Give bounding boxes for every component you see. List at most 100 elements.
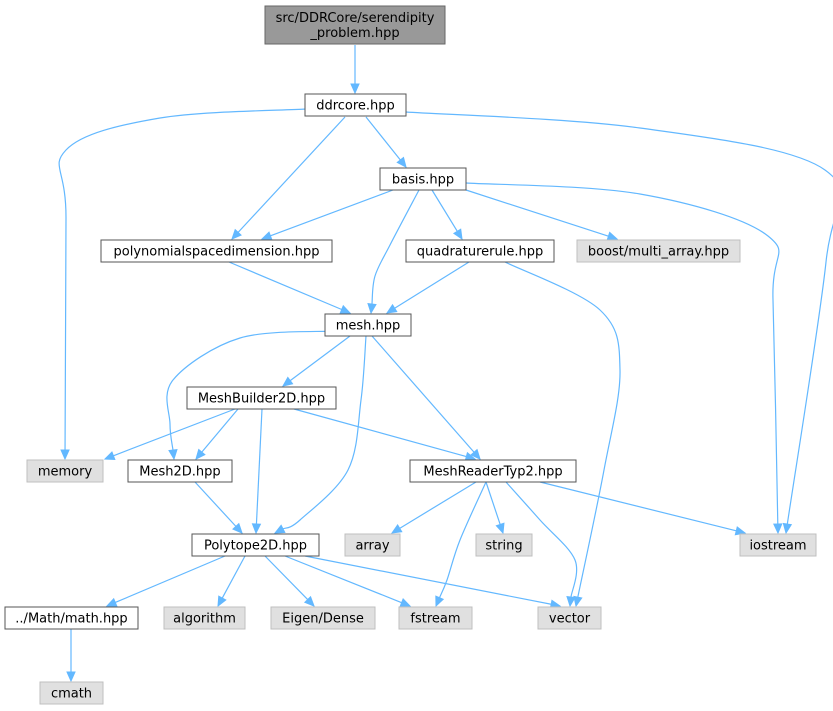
edge-line	[166, 330, 336, 451]
node-label: polynomialspacedimension.hpp	[114, 245, 320, 260]
node-box	[4, 606, 139, 630]
node-label: Mesh2D.hpp	[139, 465, 220, 480]
edge-meshreader-to-array	[390, 481, 477, 534]
edge-arrowhead	[452, 228, 463, 241]
edge-line	[504, 261, 621, 598]
node-box	[163, 606, 246, 630]
node-box	[379, 167, 467, 191]
edge-mesh-to-meshreader	[371, 335, 481, 460]
edge-arrowhead	[566, 596, 576, 608]
edge-mesh-to-mesh2d	[166, 330, 336, 461]
edge-line	[115, 555, 226, 604]
node-meshreader[interactable]: MeshReaderTyp2.hpp	[409, 459, 577, 483]
node-label: ddrcore.hpp	[316, 99, 395, 114]
edge-arrowhead	[385, 303, 398, 314]
edge-line	[293, 408, 467, 458]
edge-line	[289, 335, 351, 382]
node-serendipity: src/DDRCore/serendipity_problem.hpp	[264, 5, 446, 45]
edge-polytope-to-vector	[304, 555, 562, 609]
edge-arrowhead	[303, 595, 315, 607]
node-box	[191, 533, 320, 557]
node-mesh2d[interactable]: Mesh2D.hpp	[127, 459, 233, 483]
edge-arrowhead	[195, 448, 206, 460]
edge-line	[282, 335, 367, 530]
edge-meshbuilder-to-mesh2d	[195, 408, 239, 460]
node-box	[39, 681, 104, 705]
edge-arrowhead	[66, 671, 76, 683]
node-label: algorithm	[173, 612, 236, 627]
edge-arrowhead	[495, 522, 505, 535]
edge-arrowhead	[435, 595, 445, 608]
edge-polytope-to-eigen	[264, 555, 315, 607]
edge-mesh-to-polytope	[273, 335, 367, 534]
node-label: MeshReaderTyp2.hpp	[423, 465, 562, 480]
node-box	[398, 606, 473, 630]
edge-polytope-to-fstream	[284, 555, 412, 607]
edge-ddrcore-to-basis	[365, 116, 407, 168]
node-polytope[interactable]: Polytope2D.hpp	[191, 533, 320, 557]
edge-line	[264, 555, 309, 600]
edge-meshreader-to-vector	[505, 481, 578, 608]
node-meshbuilder[interactable]: MeshBuilder2D.hpp	[186, 386, 337, 410]
edge-serendipity-to-ddrcore	[350, 45, 360, 95]
edge-quadrule-to-mesh	[385, 261, 470, 314]
edge-arrowhead	[390, 523, 403, 534]
edge-arrowhead	[282, 376, 294, 387]
edge-line	[284, 555, 402, 604]
edge-arrowhead	[773, 523, 783, 535]
node-label: array	[355, 539, 389, 554]
edge-line	[221, 555, 246, 599]
edge-line	[201, 408, 239, 453]
edge-arrowhead	[251, 523, 262, 535]
node-quadrule[interactable]: quadraturerule.hpp	[405, 239, 555, 263]
edge-meshreader-to-string	[485, 481, 505, 535]
edge-line	[539, 481, 737, 532]
node-box	[264, 5, 446, 45]
node-string: string	[475, 533, 533, 557]
edge-ddrcore-to-memory	[58, 108, 307, 461]
node-label: vector	[549, 612, 591, 627]
node-box	[270, 606, 376, 630]
node-ddrcore[interactable]: ddrcore.hpp	[304, 93, 407, 117]
edge-arrowhead	[105, 597, 118, 607]
edge-arrowhead	[573, 595, 583, 608]
edge-mathhpp-to-cmath	[66, 629, 76, 683]
node-box	[739, 533, 817, 557]
edge-mesh2d-to-polytope	[194, 481, 243, 534]
edge-polytope-to-algorithm	[217, 555, 246, 608]
edge-arrowhead	[339, 304, 352, 314]
edge-line	[431, 189, 458, 232]
node-label: quadraturerule.hpp	[417, 245, 543, 260]
edge-line	[270, 189, 394, 237]
edge-line	[58, 108, 307, 451]
edge-line	[485, 481, 501, 525]
edge-arrowhead	[217, 595, 227, 608]
edge-line	[304, 555, 552, 605]
edge-arrowhead	[103, 451, 116, 461]
node-array: array	[344, 533, 401, 557]
edge-line	[399, 481, 477, 529]
node-box	[304, 93, 407, 117]
node-vector: vector	[537, 606, 602, 630]
edge-line	[405, 111, 833, 525]
node-eigen: Eigen/Dense	[270, 606, 376, 630]
edge-line	[371, 189, 420, 305]
nodes-layer: src/DDRCore/serendipity_problem.hppddrco…	[4, 5, 817, 705]
edge-arrowhead	[782, 522, 793, 535]
node-box	[127, 459, 233, 483]
node-box	[186, 386, 337, 410]
edge-line	[113, 408, 236, 457]
node-polyspace[interactable]: polynomialspacedimension.hpp	[100, 239, 333, 263]
node-basis[interactable]: basis.hpp	[379, 167, 467, 191]
node-label: ../Math/math.hpp	[15, 612, 127, 627]
edge-arrowhead	[367, 303, 377, 315]
edge-line	[371, 335, 475, 453]
node-mathhpp[interactable]: ../Math/math.hpp	[4, 606, 139, 630]
node-mesh[interactable]: mesh.hpp	[324, 313, 412, 337]
edge-meshreader-to-fstream	[435, 481, 487, 608]
edge-line	[365, 116, 401, 161]
node-box	[344, 533, 401, 557]
edge-meshbuilder-to-meshreader	[293, 408, 477, 462]
edge-line	[465, 189, 609, 237]
node-label: Polytope2D.hpp	[204, 539, 307, 554]
